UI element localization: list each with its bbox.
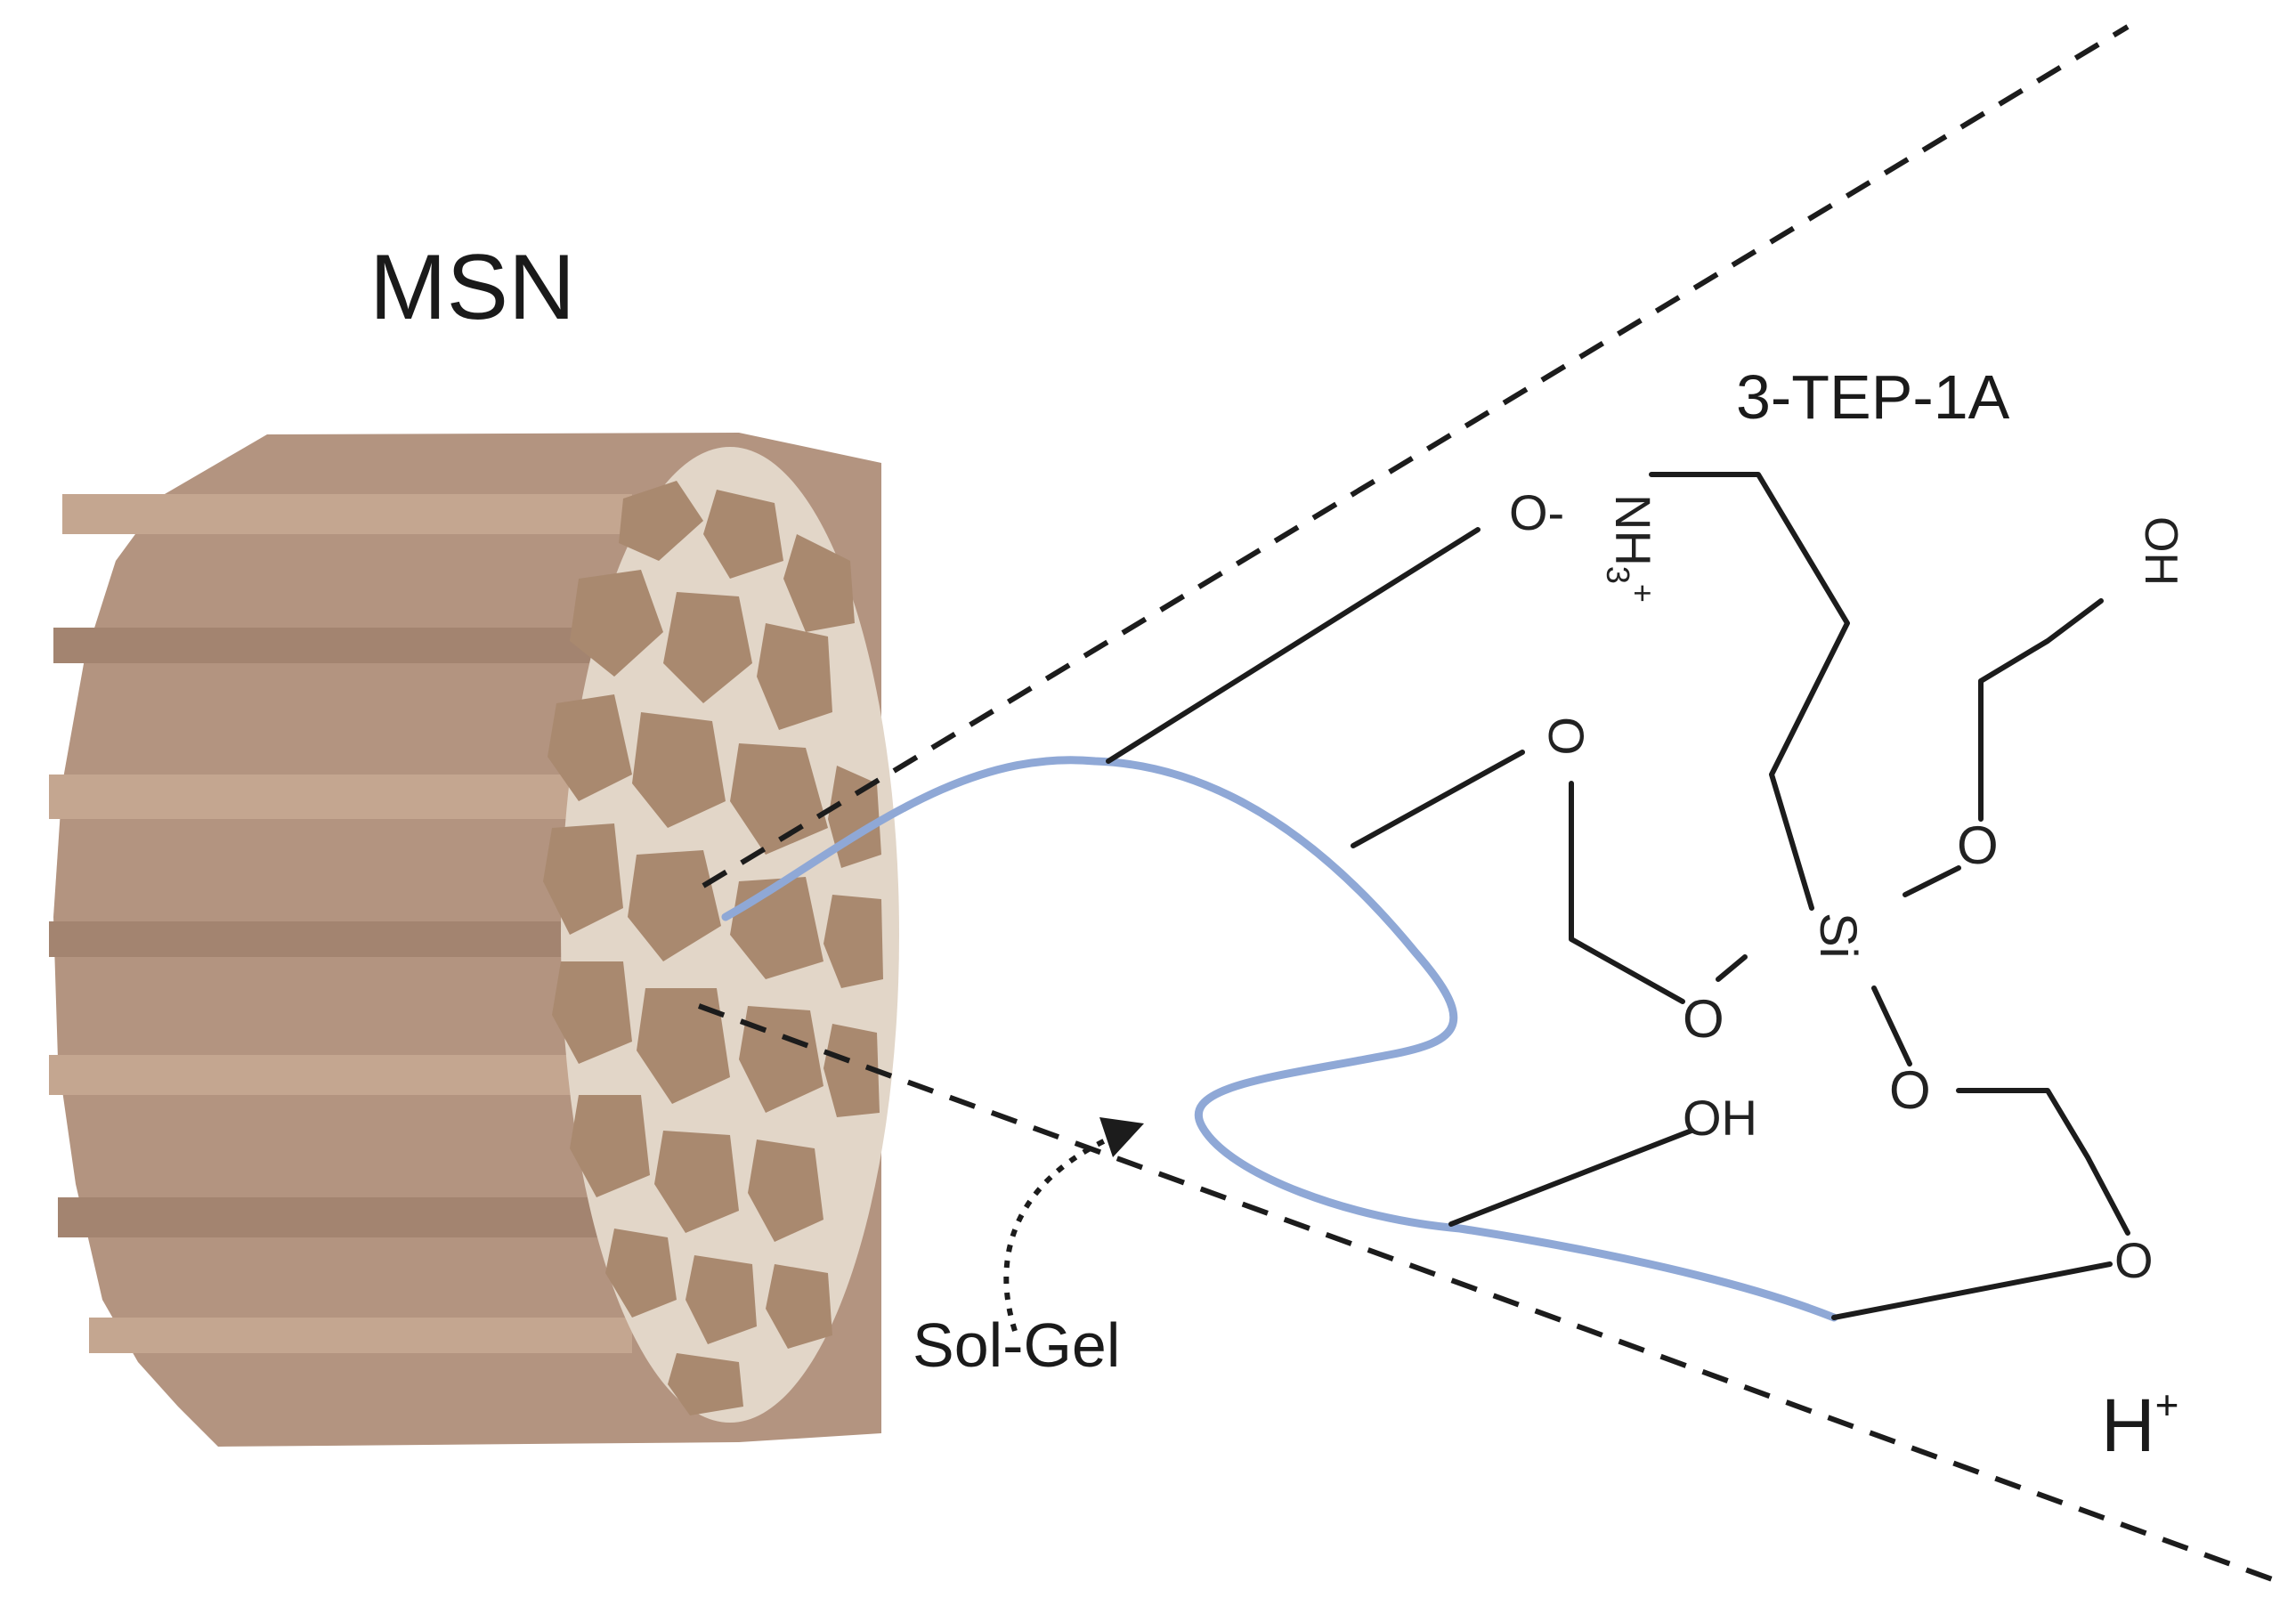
bond [1351, 750, 1525, 848]
msn-particle [49, 433, 899, 1447]
sol-gel-label: Sol-Gel [913, 1310, 1120, 1380]
atom-o-top: O- [1509, 484, 1564, 540]
molecule-atoms: O- NH3+ O OH O Si O O OH O [1509, 484, 2186, 1288]
bond [1831, 1261, 2113, 1320]
particle-stripe [58, 1197, 637, 1237]
bond [1649, 472, 1850, 911]
bond [1871, 985, 1912, 1066]
projection-lines [697, 24, 2276, 1583]
atom-o-right: O [1957, 815, 1999, 875]
proton-label: H+ [2101, 1382, 2179, 1467]
bond [1978, 598, 2104, 822]
atom-oh-bottom: OH [1683, 1090, 1757, 1146]
molecule-bonds [1106, 472, 2130, 1320]
particle-stripe [49, 775, 637, 819]
atom-oh-right: OH [2135, 516, 2186, 586]
arrowhead [1099, 1117, 1144, 1157]
pores [543, 481, 883, 1415]
lower-dashed-line [697, 1003, 2276, 1583]
bond [1956, 1088, 2130, 1236]
particle-stripe [62, 494, 632, 534]
particle-stripe [53, 628, 632, 663]
particle-stripe [89, 1318, 632, 1353]
silane-chain [721, 756, 1838, 1322]
atom-o-far: O [2114, 1232, 2154, 1288]
particle-stripe [49, 921, 637, 957]
upper-dashed-line [702, 24, 2130, 888]
atom-o-lower: O [1889, 1060, 1931, 1120]
atom-nh3: NH3+ [1600, 494, 1661, 603]
dotted-arrow-path [1003, 1132, 1119, 1332]
particle-stripe [49, 1055, 637, 1095]
sol-gel-arrow [1003, 1117, 1144, 1332]
bond [1448, 1128, 1694, 1227]
atom-o-left: O [1683, 989, 1724, 1049]
bond [1106, 527, 1481, 764]
msn-label: MSN [369, 236, 575, 339]
atom-si: Si [1809, 912, 1867, 959]
atom-o-upper: O [1538, 717, 1594, 756]
bond [1903, 865, 1961, 897]
bond [1716, 954, 1748, 982]
molecule-name-label: 3-TEP-1A [1736, 362, 2010, 432]
bond [1569, 781, 1685, 1004]
